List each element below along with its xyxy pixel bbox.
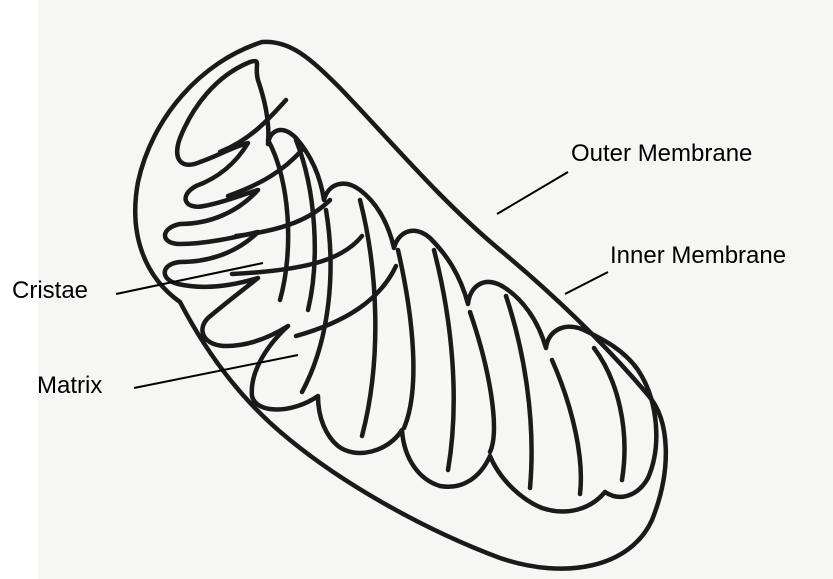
- label-outer-membrane: Outer Membrane: [571, 142, 752, 166]
- crista-11: [506, 296, 532, 488]
- outer-membrane: [135, 42, 666, 569]
- crista-12: [552, 360, 581, 494]
- crista-9: [434, 250, 454, 470]
- crista-4: [232, 236, 362, 274]
- crista-13: [594, 348, 624, 480]
- label-inner-membrane: Inner Membrane: [610, 244, 786, 268]
- crista-10: [470, 312, 494, 452]
- crista-1: [220, 100, 286, 152]
- label-cristae: Cristae: [12, 279, 88, 303]
- label-matrix: Matrix: [37, 374, 102, 398]
- leader-inner-membrane: [565, 272, 608, 294]
- crista-8: [398, 250, 413, 428]
- inner-membrane: [165, 61, 657, 512]
- leader-outer-membrane: [497, 172, 568, 214]
